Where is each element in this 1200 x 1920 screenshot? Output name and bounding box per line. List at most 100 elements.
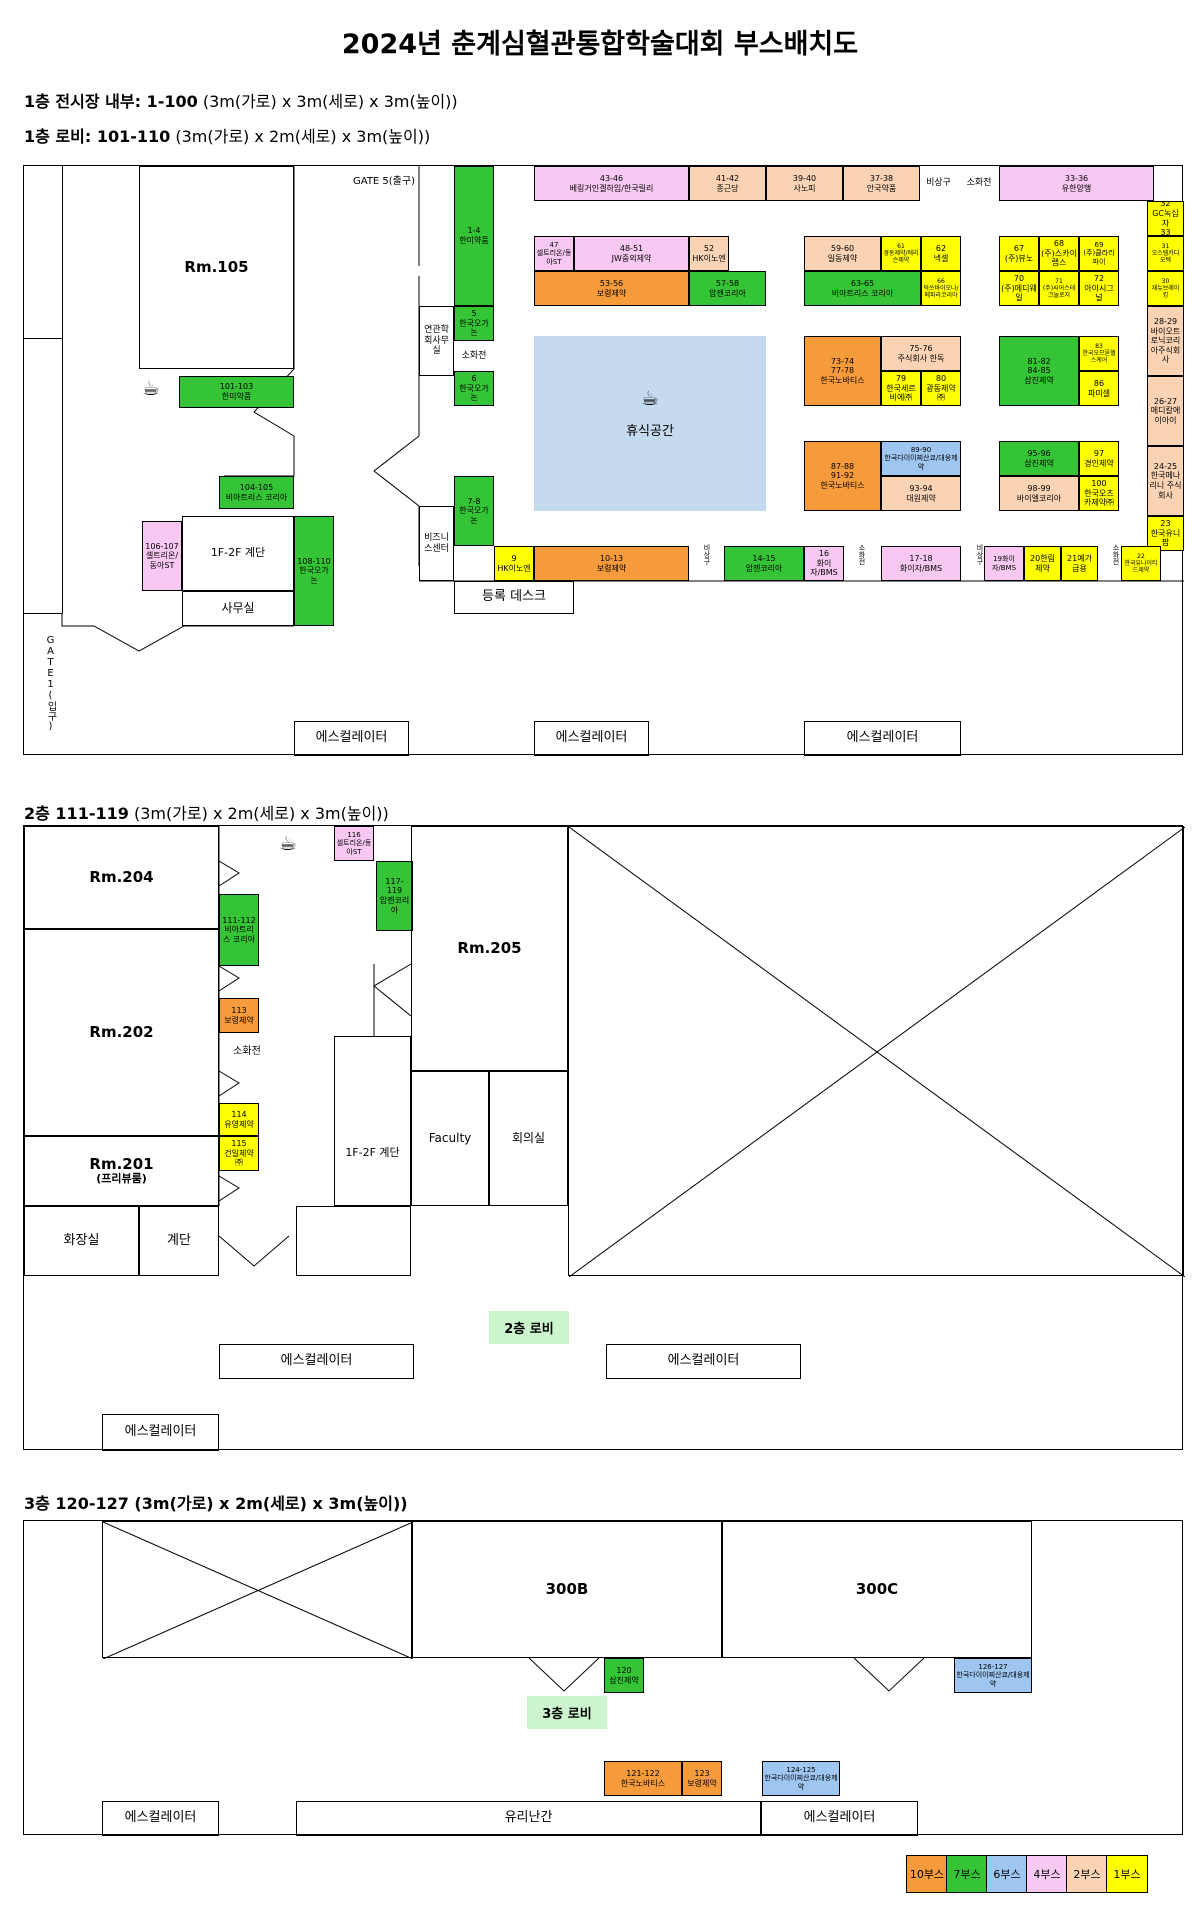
meeting-room: 회의실 (489, 1071, 568, 1206)
coffee-icon: ☕ (279, 831, 297, 855)
floor1-hall-note: 1층 전시장 내부: 1-100 (3m(가로) x 3m(세로) x 3m(높… (24, 92, 458, 111)
floor1-lobby-note: 1층 로비: 101-110 (3m(가로) x 2m(세로) x 3m(높이)… (24, 127, 431, 146)
lobby-2f: 2층 로비 (489, 1311, 569, 1344)
emergency-exit-top: 비상구 (926, 178, 951, 188)
registration-desk[interactable]: 등록 데스크 (454, 581, 574, 614)
gate1-label: GATE1(입구) (45, 634, 56, 732)
lobby-3f: 3층 로비 (527, 1696, 607, 1729)
floor3-walls (528, 1657, 925, 1692)
booth-67[interactable]: 67(주)뷰노 (999, 236, 1039, 271)
escalator-f2-3: 에스컬레이터 (102, 1414, 219, 1451)
assoc-office: 연관학회사무실 (419, 306, 454, 376)
emergency-exit-bottom: 비상구 (703, 544, 711, 565)
glass-railing: 유리난간 (296, 1801, 761, 1836)
toilet: 화장실 (24, 1206, 139, 1276)
void-area-f3 (102, 1521, 413, 1659)
escalator-2: 에스컬레이터 (534, 721, 649, 756)
stairs-left: 계단 (139, 1206, 219, 1276)
booth-68[interactable]: 68(주)스카이랩스 (1039, 236, 1079, 271)
floor3-note: 3층 120-127 (3m(가로) x 2m(세로) x 3m(높이)) (24, 1494, 408, 1513)
escalator-f2-1: 에스컬레이터 (219, 1344, 414, 1379)
stairs-1f-2f: 1F-2F 계단 (182, 516, 294, 591)
coffee-icon: ☕ (142, 376, 160, 400)
booth-70[interactable]: 70(주)메디웨일 (999, 271, 1039, 306)
legend-item: 6부스 (986, 1855, 1028, 1893)
booth-71[interactable]: 71(주)씨어스테크놀로지 (1039, 271, 1079, 306)
extinguisher-label: 소화전 (461, 351, 487, 361)
room-205: Rm.205 (411, 826, 568, 1071)
room-300c: 300C (722, 1521, 1032, 1658)
booth-69[interactable]: 69(주)클라리파이 (1079, 236, 1119, 271)
biz-center: 비즈니스센터 (419, 506, 454, 581)
legend-item: 10부스 (906, 1855, 948, 1893)
extinguisher-top: 소화전 (966, 178, 992, 188)
